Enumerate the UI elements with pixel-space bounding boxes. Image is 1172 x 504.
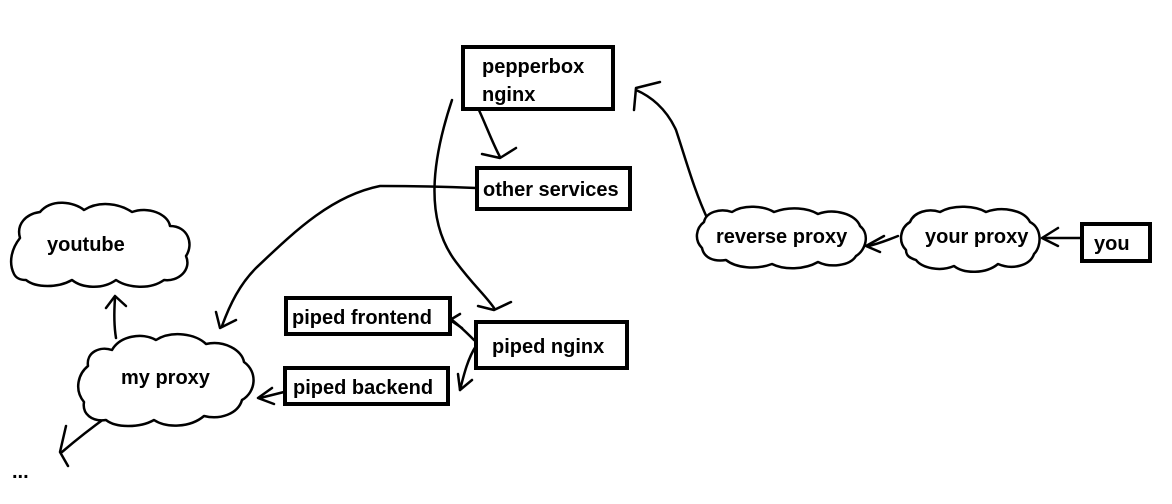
arrowhead-at-my-proxy-from-other-services bbox=[214, 310, 238, 330]
pepperbox-label-line1: pepperbox bbox=[482, 56, 584, 78]
node-you: you bbox=[1080, 222, 1152, 263]
arrowhead-at-ellipsis bbox=[58, 424, 70, 468]
arrowhead-at-piped-backend bbox=[456, 372, 474, 392]
reverse-proxy-label: reverse proxy bbox=[716, 226, 848, 248]
node-piped-backend: piped backend bbox=[283, 366, 450, 406]
node-youtube: youtube bbox=[9, 201, 191, 288]
edge-my-proxy-to-youtube bbox=[113, 296, 118, 340]
edge-other-services-to-my-proxy bbox=[220, 184, 478, 328]
arrowhead-at-your-proxy bbox=[1040, 226, 1060, 248]
node-your-proxy: your proxy bbox=[899, 205, 1041, 273]
piped-nginx-label: piped nginx bbox=[492, 336, 604, 358]
node-my-proxy: my proxy bbox=[76, 332, 255, 428]
arrowhead-at-piped-nginx bbox=[476, 300, 513, 312]
edge-pepperbox-to-other-services bbox=[476, 106, 502, 159]
edge-pepperbox-to-piped-nginx bbox=[433, 98, 496, 310]
arrowhead-at-other-services bbox=[480, 146, 518, 160]
node-piped-nginx: piped nginx bbox=[474, 320, 629, 370]
piped-frontend-label: piped frontend bbox=[292, 307, 432, 329]
edge-your-proxy-to-reverse-proxy bbox=[866, 234, 900, 248]
node-piped-frontend: piped frontend bbox=[284, 296, 452, 336]
other-services-label: other services bbox=[483, 179, 619, 201]
node-reverse-proxy: reverse proxy bbox=[695, 205, 868, 270]
my-proxy-label: my proxy bbox=[121, 367, 211, 389]
arrowhead-at-reverse-proxy bbox=[864, 234, 886, 254]
piped-backend-label: piped backend bbox=[293, 377, 433, 399]
arrowhead-at-youtube bbox=[104, 294, 128, 310]
your-proxy-label: your proxy bbox=[925, 226, 1029, 248]
pepperbox-label-line2: nginx bbox=[482, 84, 535, 106]
arrowhead-at-my-proxy-from-backend bbox=[256, 386, 276, 406]
you-label: you bbox=[1094, 233, 1130, 255]
arrowhead-at-pepperbox bbox=[632, 80, 662, 112]
node-pepperbox-nginx: pepperbox nginx bbox=[461, 45, 615, 111]
node-other-services: other services bbox=[475, 166, 632, 211]
edge-reverse-proxy-to-pepperbox bbox=[634, 88, 710, 222]
youtube-label: youtube bbox=[47, 234, 125, 256]
ellipsis-label: ... bbox=[12, 461, 29, 483]
edge-piped-backend-to-my-proxy bbox=[258, 390, 286, 400]
